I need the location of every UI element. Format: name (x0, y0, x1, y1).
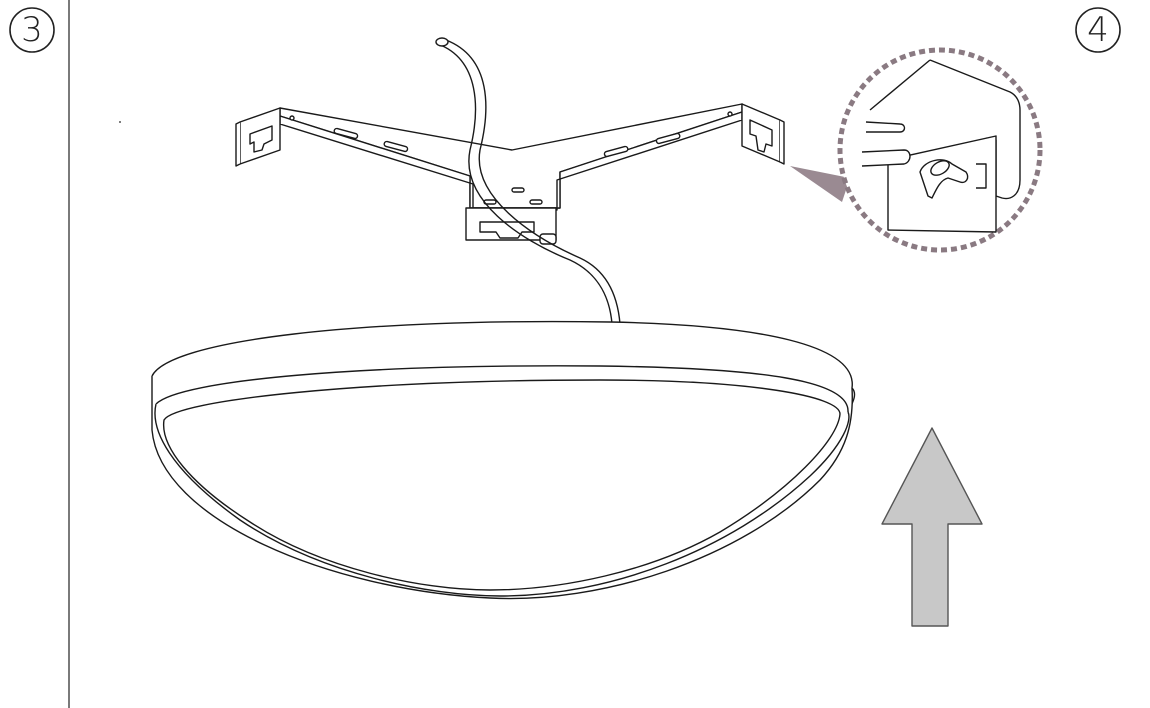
up-arrow (881, 427, 983, 627)
detail-magnifier (790, 47, 1043, 253)
dust-speck (119, 121, 121, 123)
detail-zoom-content (861, 59, 1021, 233)
step-3-marker (9, 7, 55, 53)
step-4-marker (1075, 7, 1121, 53)
step-number-3: 3 (21, 10, 43, 50)
power-cable (435, 37, 621, 325)
detail-pointer (790, 166, 850, 202)
mounting-bracket (235, 103, 785, 245)
ceiling-lamp (151, 320, 856, 600)
step-number-4: 4 (1087, 10, 1109, 50)
